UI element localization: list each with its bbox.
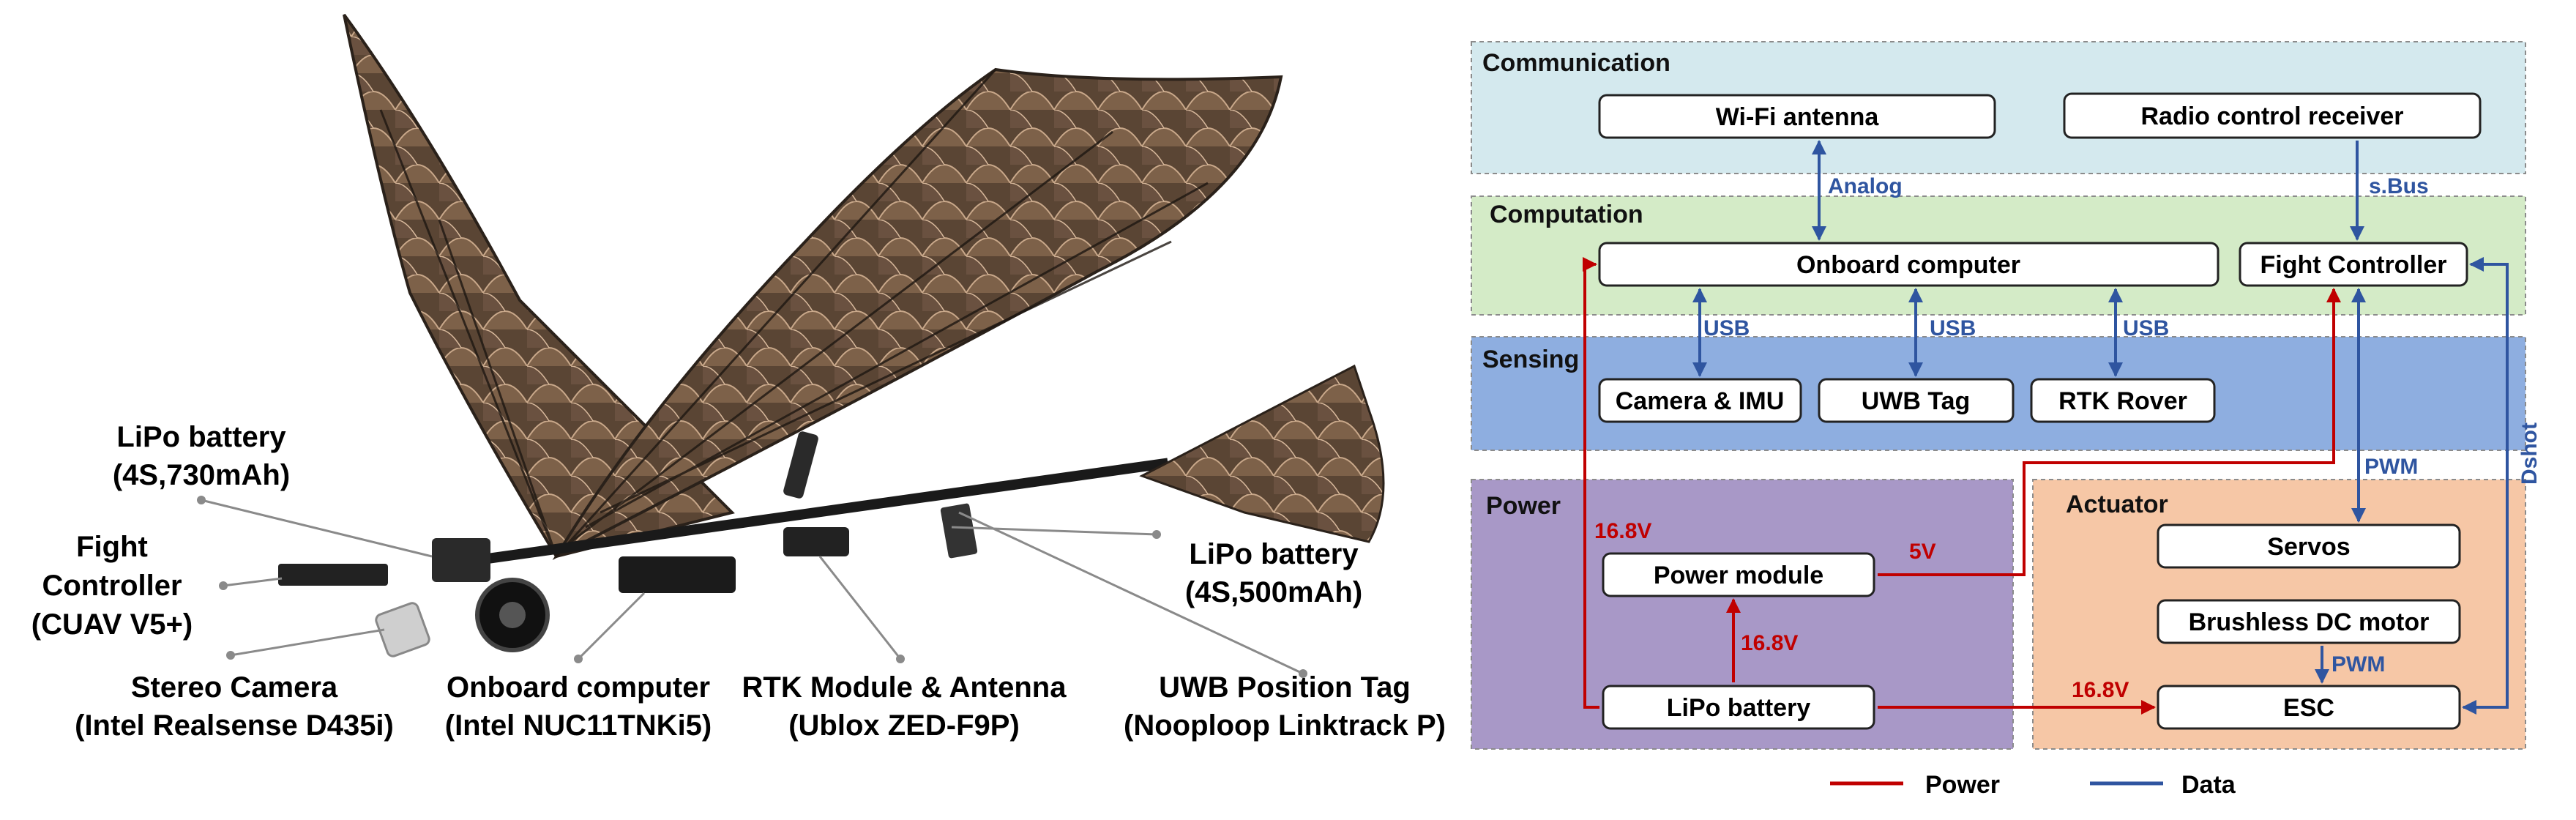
robot-bird-photo: LiPo battery (4S,730mAh) Fight Controlle… xyxy=(31,13,1446,742)
edge-label-16v8-onboard: 16.8V xyxy=(1594,519,1651,543)
callout-lipo-battery-small-line2: (4S,500mAh) xyxy=(1185,576,1362,608)
node-servos xyxy=(2157,523,2461,569)
edge-label-usb-camera: USB xyxy=(1703,316,1750,340)
node-label-power-module: Power module xyxy=(1654,562,1823,589)
node-lipo-battery xyxy=(1602,685,1875,730)
node-onboard-computer xyxy=(1598,242,2220,287)
node-label-onboard-computer: Onboard computer xyxy=(1796,251,2020,279)
legend-data-label: Data xyxy=(2181,771,2236,799)
node-camera-imu xyxy=(1598,378,1802,423)
node-label-radio-control-receiver: Radio control receiver xyxy=(2140,102,2403,130)
group-title-power: Power xyxy=(1486,492,1561,520)
edge-dshot-fc-esc xyxy=(2462,257,2509,715)
node-uwb-tag xyxy=(1818,378,2015,423)
node-esc xyxy=(2157,685,2461,730)
edge-label-usb-uwb: USB xyxy=(1930,316,1976,340)
edge-label-usb-rtk: USB xyxy=(2123,316,2169,340)
node-label-camera-imu: Camera & IMU xyxy=(1616,387,1785,415)
callout-onboard-computer-line1: Onboard computer xyxy=(447,671,710,704)
callout-onboard-computer-line2: (Intel NUC11TNKi5) xyxy=(445,709,712,742)
node-label-wifi-antenna: Wi-Fi antenna xyxy=(1716,103,1880,131)
edge-power-module-fc xyxy=(1878,288,2341,576)
legend: Power Data xyxy=(1830,771,2236,799)
group-title-computation: Computation xyxy=(1490,201,1643,228)
edge-label-5v-fc: 5V xyxy=(1909,540,1936,564)
node-label-servos: Servos xyxy=(2267,533,2350,561)
right-wing xyxy=(552,67,1283,560)
node-power-module xyxy=(1602,552,1875,597)
group-title-sensing: Sensing xyxy=(1482,346,1579,373)
system-diagram: Communication Computation Sensing Power … xyxy=(1471,41,2542,799)
edge-label-pwm-servos: PWM xyxy=(2364,455,2418,479)
callout-flight-controller-line1: Fight xyxy=(76,531,148,563)
node-label-uwb-tag: UWB Tag xyxy=(1862,387,1971,415)
legend-power-label: Power xyxy=(1925,771,2000,799)
edge-label-sbus: s.Bus xyxy=(2369,174,2429,198)
callout-stereo-camera-line1: Stereo Camera xyxy=(131,671,338,704)
callout-stereo-camera-line2: (Intel Realsense D435i) xyxy=(75,709,394,742)
group-title-communication: Communication xyxy=(1482,49,1670,77)
node-wifi-antenna xyxy=(1598,94,1996,139)
callout-flight-controller-line2: Controller xyxy=(42,570,182,602)
left-wing xyxy=(343,13,735,559)
node-label-rtk-rover: RTK Rover xyxy=(2058,387,2187,415)
node-label-lipo-battery: LiPo battery xyxy=(1667,694,1811,722)
edge-label-analog: Analog xyxy=(1828,174,1903,198)
tail xyxy=(1139,364,1385,543)
callout-rtk-module-line1: RTK Module & Antenna xyxy=(742,671,1067,704)
callout-lipo-battery-small-line1: LiPo battery xyxy=(1189,538,1359,570)
node-radio-control-receiver xyxy=(2063,92,2482,139)
callout-flight-controller-line3: (CUAV V5+) xyxy=(31,608,193,641)
edge-label-pwm-esc: PWM xyxy=(2332,652,2385,676)
node-label-esc: ESC xyxy=(2283,694,2334,722)
callout-uwb-tag-line2: (Nooploop Linktrack P) xyxy=(1124,709,1446,742)
callout-uwb-tag-line1: UWB Position Tag xyxy=(1159,671,1411,704)
fuselage-rod xyxy=(442,458,1169,570)
edge-lipo-onboard xyxy=(1583,257,1599,709)
callout-lipo-battery-large-line1: LiPo battery xyxy=(116,421,286,453)
edge-label-16v8-power-module: 16.8V xyxy=(1741,631,1798,655)
callout-rtk-module-line2: (Ublox ZED-F9P) xyxy=(788,709,1020,742)
node-label-flight-controller: Fight Controller xyxy=(2260,251,2447,279)
callout-lipo-battery-large-line2: (4S,730mAh) xyxy=(113,459,290,491)
node-label-brushless-dc-motor: Brushless DC motor xyxy=(2189,608,2430,636)
node-rtk-rover xyxy=(2030,378,2216,423)
edge-label-dshot: Dshot xyxy=(2517,422,2542,485)
node-brushless-dc-motor xyxy=(2157,599,2461,644)
edge-label-16v8-esc: 16.8V xyxy=(2072,678,2129,702)
group-title-actuator: Actuator xyxy=(2066,491,2168,518)
